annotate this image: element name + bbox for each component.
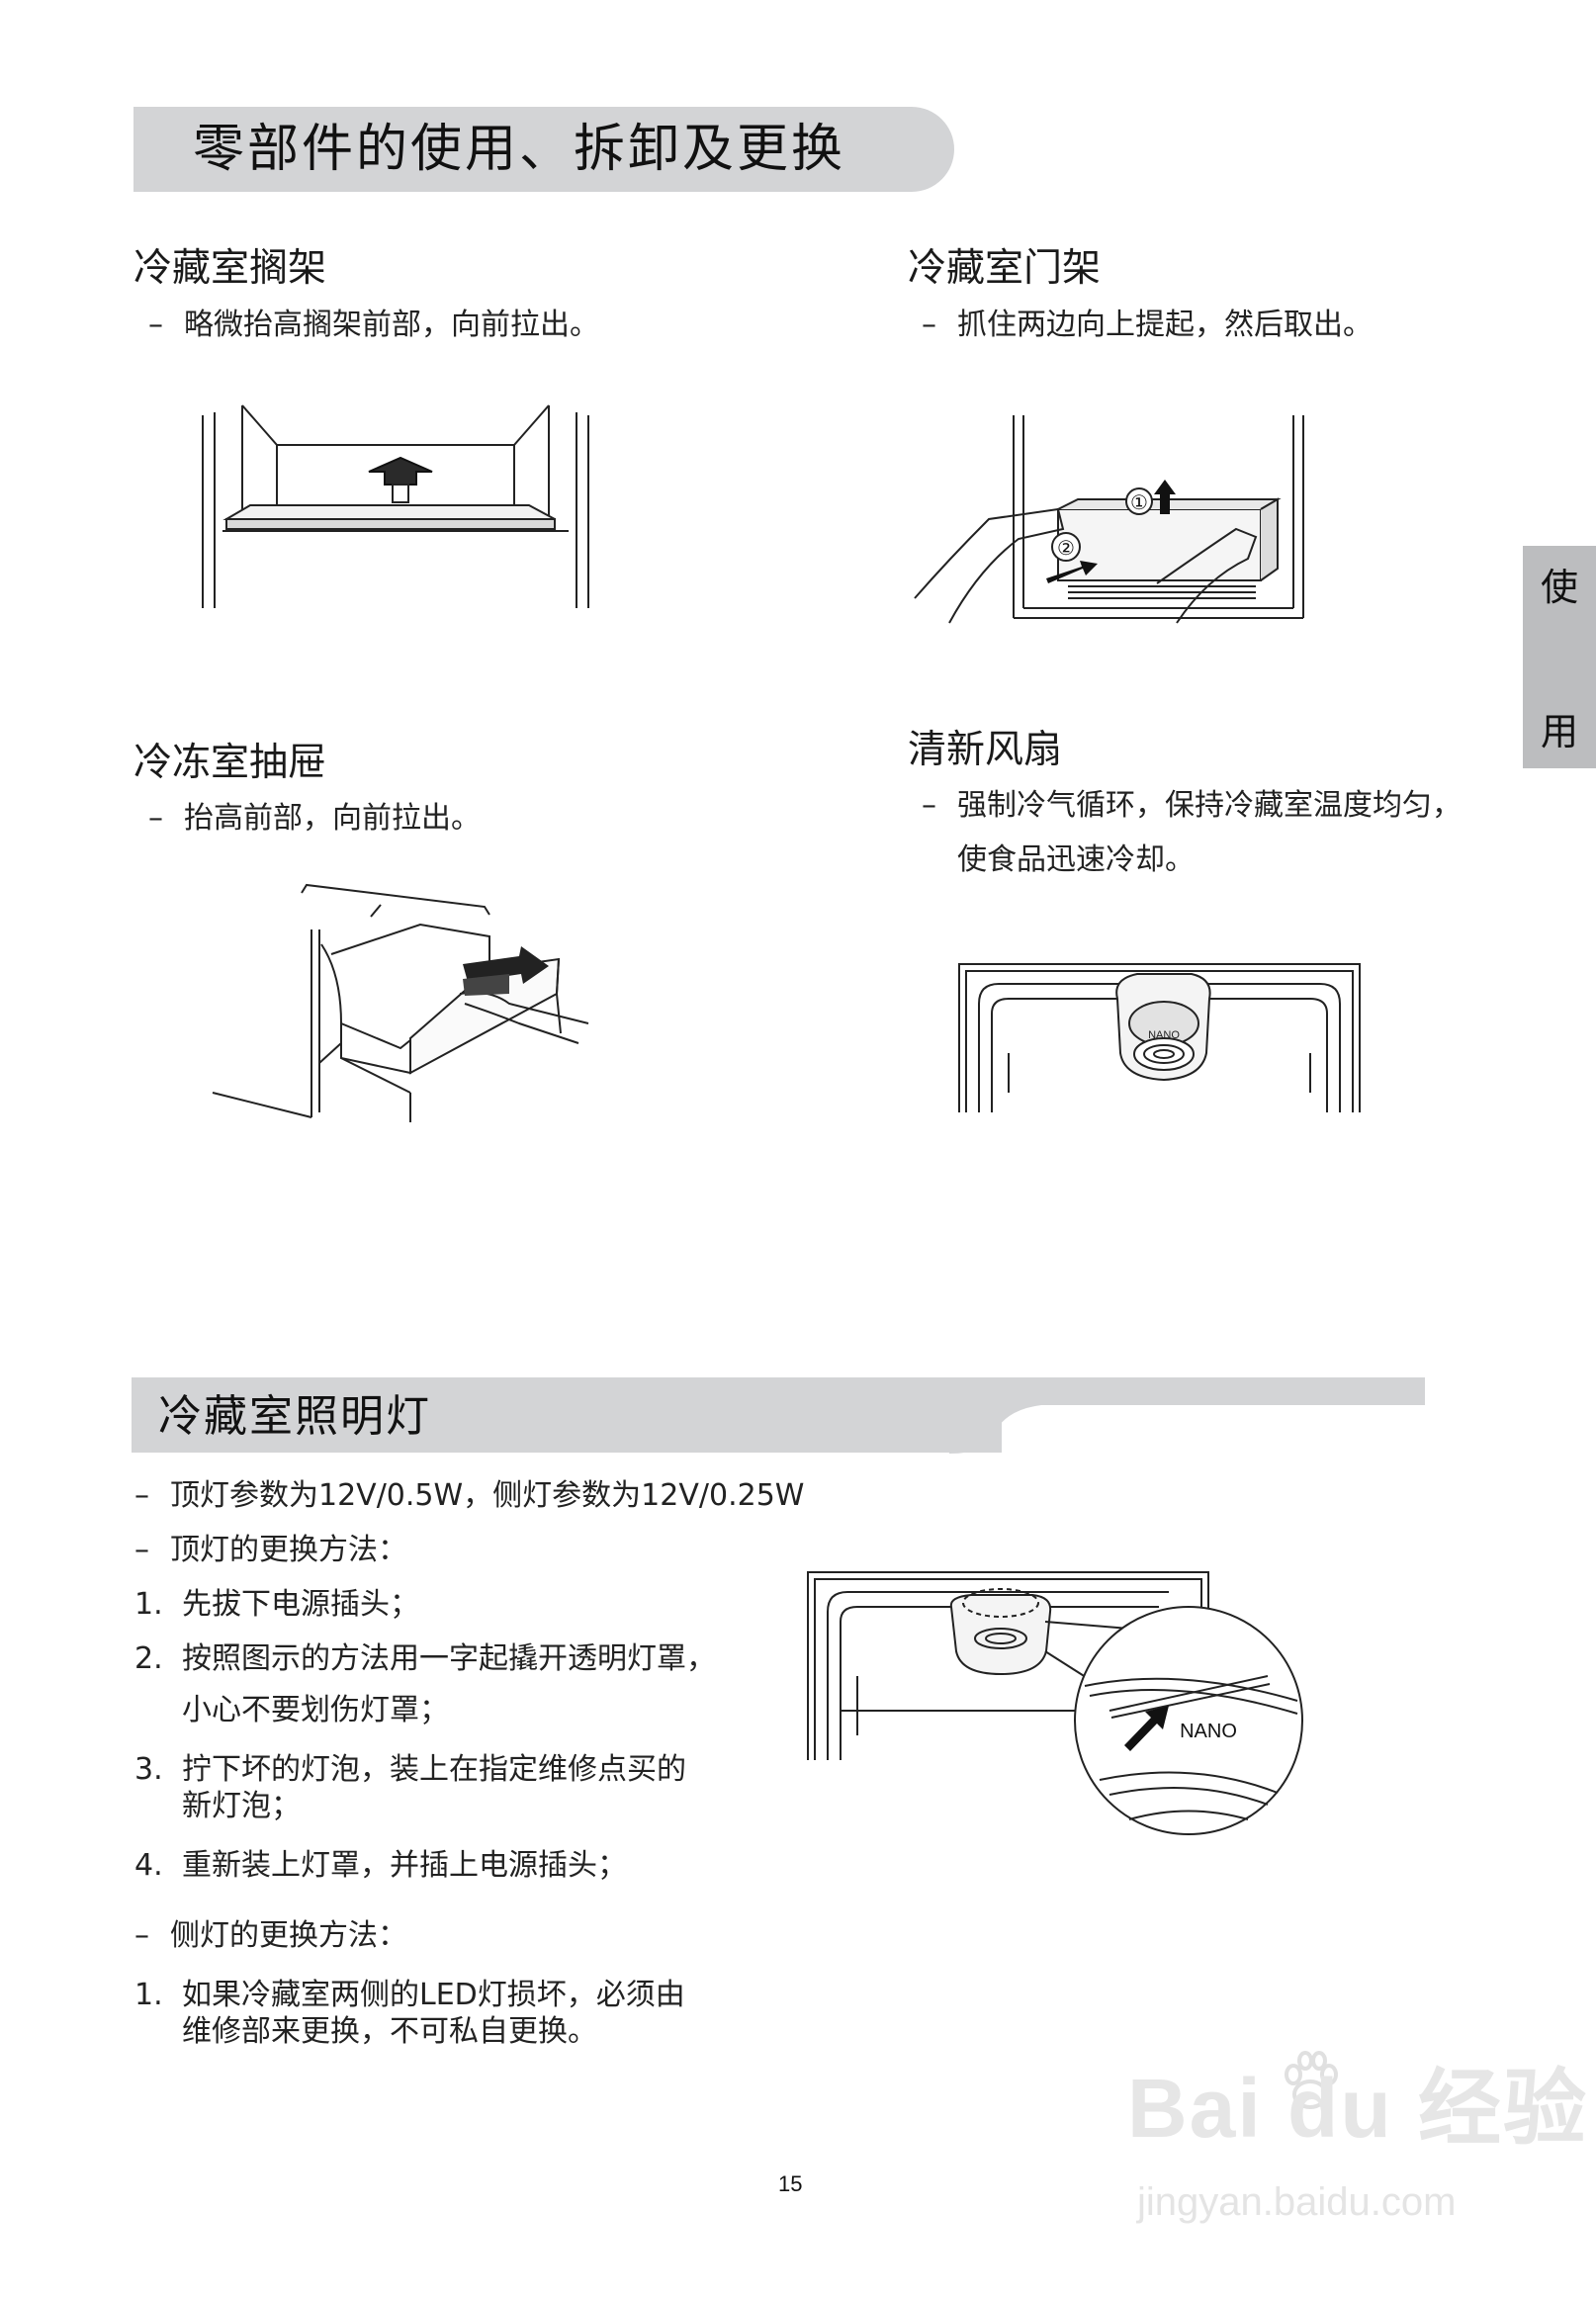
drawer-instruction-text: 抬高前部，向前拉出。 [184,801,481,836]
top-light-method: –顶灯的更换方法： [134,1531,407,1570]
dash: – [922,788,936,823]
lighting-header-strip [132,1377,1425,1405]
drawer-heading: 冷冻室抽屉 [133,741,327,785]
side-light-method: –侧灯的更换方法： [134,1916,407,1956]
step-number: 1. [134,1978,163,2012]
step-2: 2. 按照图示的方法用一字起撬开透明灯罩， [134,1639,716,1679]
dash: – [134,1918,149,1953]
title-banner [133,107,954,192]
watermark-logo: Bai du 经验 [1127,2062,1589,2155]
drawer-illustration [213,885,598,1122]
watermark-paw-icon [1276,2047,1345,2116]
dash: – [134,1533,149,1567]
step-number: 1. [134,1587,163,1622]
dash: – [134,1478,149,1513]
side-tab-char-1: 使 [1540,566,1578,609]
dash: – [148,801,163,836]
dash: – [148,308,163,342]
lighting-spec-text: 顶灯参数为12V/0.5W，侧灯参数为12V/0.25W [170,1478,805,1513]
drawer-instruction: –抬高前部，向前拉出。 [148,799,481,839]
step-number: 2. [134,1641,163,1676]
step-number: 3. [134,1752,163,1787]
page-number: 15 [778,2171,803,2196]
side-tab-char-2: 用 [1540,710,1578,753]
step-text: 如果冷藏室两侧的LED灯损坏，必须由 [182,1978,685,2012]
side-step-1: 1. 如果冷藏室两侧的LED灯损坏，必须由 [134,1976,685,2015]
dash: – [922,308,936,342]
step-text: 按照图示的方法用一字起撬开透明灯罩， [182,1641,716,1676]
door-rack-instruction-text: 抓住两边向上提起，然后取出。 [957,308,1373,342]
step-text: 拧下坏的灯泡，装上在指定维修点买的 [182,1752,686,1787]
top-light-method-text: 顶灯的更换方法： [170,1533,407,1567]
watermark-url: jingyan.baidu.com [1137,2180,1457,2224]
fan-badge: NANO [1148,1029,1180,1041]
step-text: 先拔下电源插头； [182,1587,419,1622]
door-rack-heading: 冷藏室门架 [908,246,1102,291]
side-step-1-cont: 维修部来更换，不可私自更换。 [182,2014,597,2049]
shelf-instruction: –略微抬高搁架前部，向前拉出。 [148,306,599,345]
step-3-cont: 新灯泡； [182,1789,301,1823]
door-rack-instruction: –抓住两边向上提起，然后取出。 [922,306,1373,345]
fan-illustration: NANO [954,959,1365,1112]
door-rack-label-2: ② [1057,536,1075,560]
step-text: 重新装上灯罩，并插上电源插头； [182,1848,627,1883]
lighting-header-curve [949,1404,1058,1454]
door-rack-illustration: ① ② [910,410,1345,623]
shelf-illustration [193,400,608,618]
page-title: 零部件的使用、拆卸及更换 [193,120,846,179]
step-number: 4. [134,1848,163,1883]
fan-instruction-text-1: 强制冷气循环，保持冷藏室温度均匀， [957,788,1462,823]
shelf-instruction-text: 略微抬高搁架前部，向前拉出。 [184,308,599,342]
shelf-heading: 冷藏室搁架 [133,246,327,291]
step-4: 4. 重新装上灯罩，并插上电源插头； [134,1846,627,1886]
door-rack-label-1: ① [1130,490,1148,514]
side-tab [1523,546,1596,768]
fan-instruction-line-2: 使食品迅速冷却。 [957,842,1195,877]
lighting-illustration: NANO [803,1567,1307,1844]
step-2-cont: 小心不要划伤灯罩； [182,1693,449,1727]
lighting-badge: NANO [1180,1721,1237,1742]
side-light-method-text: 侧灯的更换方法： [170,1918,407,1953]
fan-instruction-line-1: –强制冷气循环，保持冷藏室温度均匀， [922,786,1462,826]
step-1: 1. 先拔下电源插头； [134,1585,419,1625]
lighting-heading: 冷藏室照明灯 [158,1391,431,1442]
step-3: 3. 拧下坏的灯泡，装上在指定维修点买的 [134,1750,686,1790]
fan-heading: 清新风扇 [908,728,1063,772]
lighting-spec: –顶灯参数为12V/0.5W，侧灯参数为12V/0.25W [134,1476,804,1516]
